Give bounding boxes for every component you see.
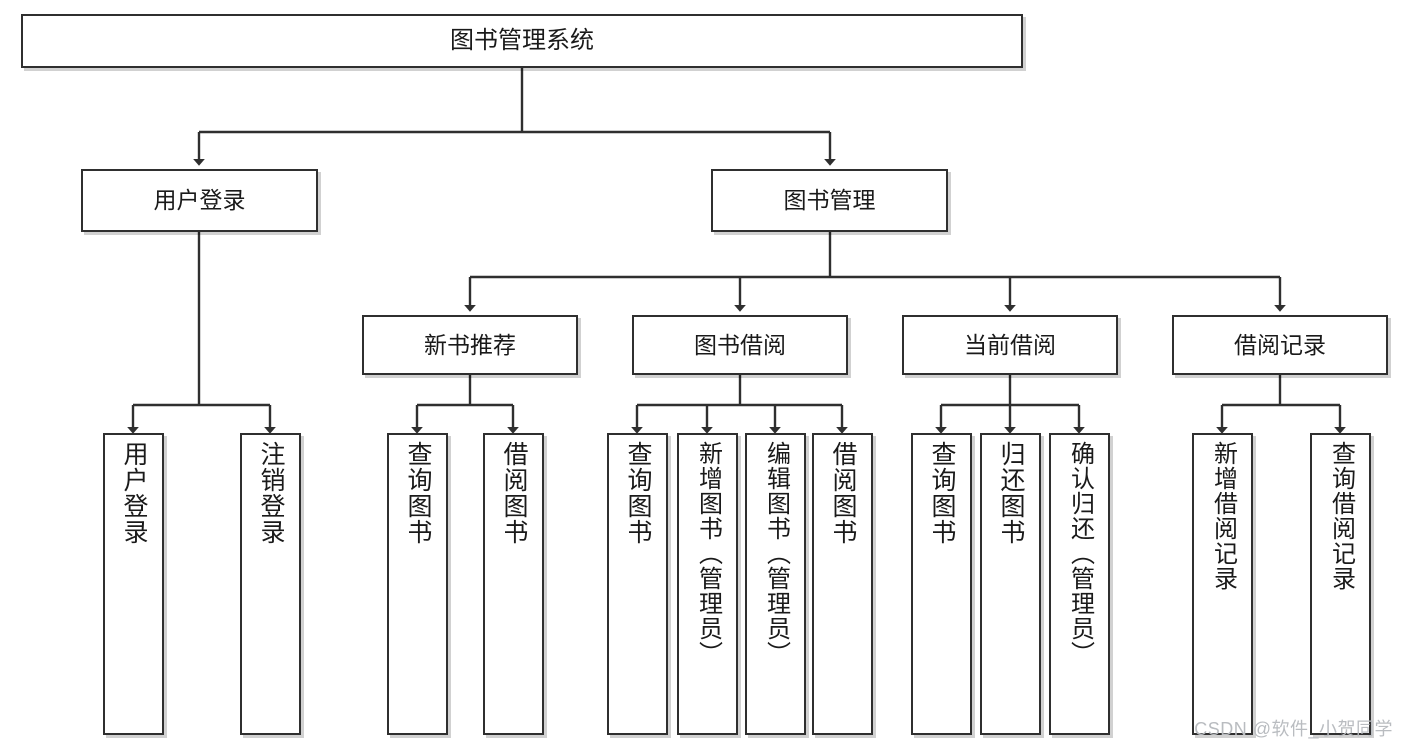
node-current-borrow-label: 当前借阅 <box>964 331 1056 358</box>
leaf-new-book-query-label: 查询图书 <box>404 441 432 545</box>
node-book-management-label: 图书管理 <box>783 187 876 214</box>
leaf-borrow-record-query[interactable]: 查询借阅记录 <box>1310 433 1371 735</box>
leaf-borrow-record-add[interactable]: 新增借阅记录 <box>1192 433 1253 735</box>
leaf-borrow-record-add-label: 新增借阅记录 <box>1209 441 1237 591</box>
leaf-current-borrow-query[interactable]: 查询图书 <box>911 433 972 735</box>
node-root[interactable]: 图书管理系统 <box>21 14 1023 68</box>
leaf-book-borrow-add-label: 新增图书（管理员） <box>694 441 722 666</box>
leaf-book-borrow-add[interactable]: 新增图书（管理员） <box>677 433 738 735</box>
node-new-book-recommend-label: 新书推荐 <box>424 331 516 358</box>
leaf-book-borrow-query-label: 查询图书 <box>624 441 652 545</box>
node-current-borrow[interactable]: 当前借阅 <box>902 315 1118 375</box>
leaf-book-borrow-query[interactable]: 查询图书 <box>607 433 668 735</box>
leaf-current-borrow-query-label: 查询图书 <box>928 441 956 545</box>
leaf-book-borrow-edit[interactable]: 编辑图书（管理员） <box>745 433 806 735</box>
leaf-new-book-query[interactable]: 查询图书 <box>387 433 448 735</box>
node-book-borrow[interactable]: 图书借阅 <box>632 315 848 375</box>
leaf-user-login-logout-label: 注销登录 <box>257 441 285 545</box>
leaf-new-book-borrow[interactable]: 借阅图书 <box>483 433 544 735</box>
node-root-label: 图书管理系统 <box>450 27 594 54</box>
node-book-borrow-label: 图书借阅 <box>694 331 786 358</box>
leaf-borrow-record-query-label: 查询借阅记录 <box>1327 441 1355 591</box>
leaf-user-login-login-label: 用户登录 <box>120 441 148 545</box>
leaf-current-borrow-confirm-label: 确认归还（管理员） <box>1066 441 1094 666</box>
node-user-login[interactable]: 用户登录 <box>81 169 318 232</box>
leaf-new-book-borrow-label: 借阅图书 <box>500 441 528 545</box>
leaf-user-login-login[interactable]: 用户登录 <box>103 433 164 735</box>
leaf-current-borrow-return-label: 归还图书 <box>997 441 1025 545</box>
node-new-book-recommend[interactable]: 新书推荐 <box>362 315 578 375</box>
node-user-login-label: 用户登录 <box>153 187 246 214</box>
leaf-book-borrow-borrow[interactable]: 借阅图书 <box>812 433 873 735</box>
leaf-user-login-logout[interactable]: 注销登录 <box>240 433 301 735</box>
leaf-current-borrow-confirm[interactable]: 确认归还（管理员） <box>1049 433 1110 735</box>
node-borrow-record-label: 借阅记录 <box>1234 331 1326 358</box>
node-borrow-record[interactable]: 借阅记录 <box>1172 315 1388 375</box>
leaf-current-borrow-return[interactable]: 归还图书 <box>980 433 1041 735</box>
leaf-book-borrow-borrow-label: 借阅图书 <box>829 441 857 545</box>
node-book-management[interactable]: 图书管理 <box>711 169 948 232</box>
leaf-book-borrow-edit-label: 编辑图书（管理员） <box>762 441 790 666</box>
